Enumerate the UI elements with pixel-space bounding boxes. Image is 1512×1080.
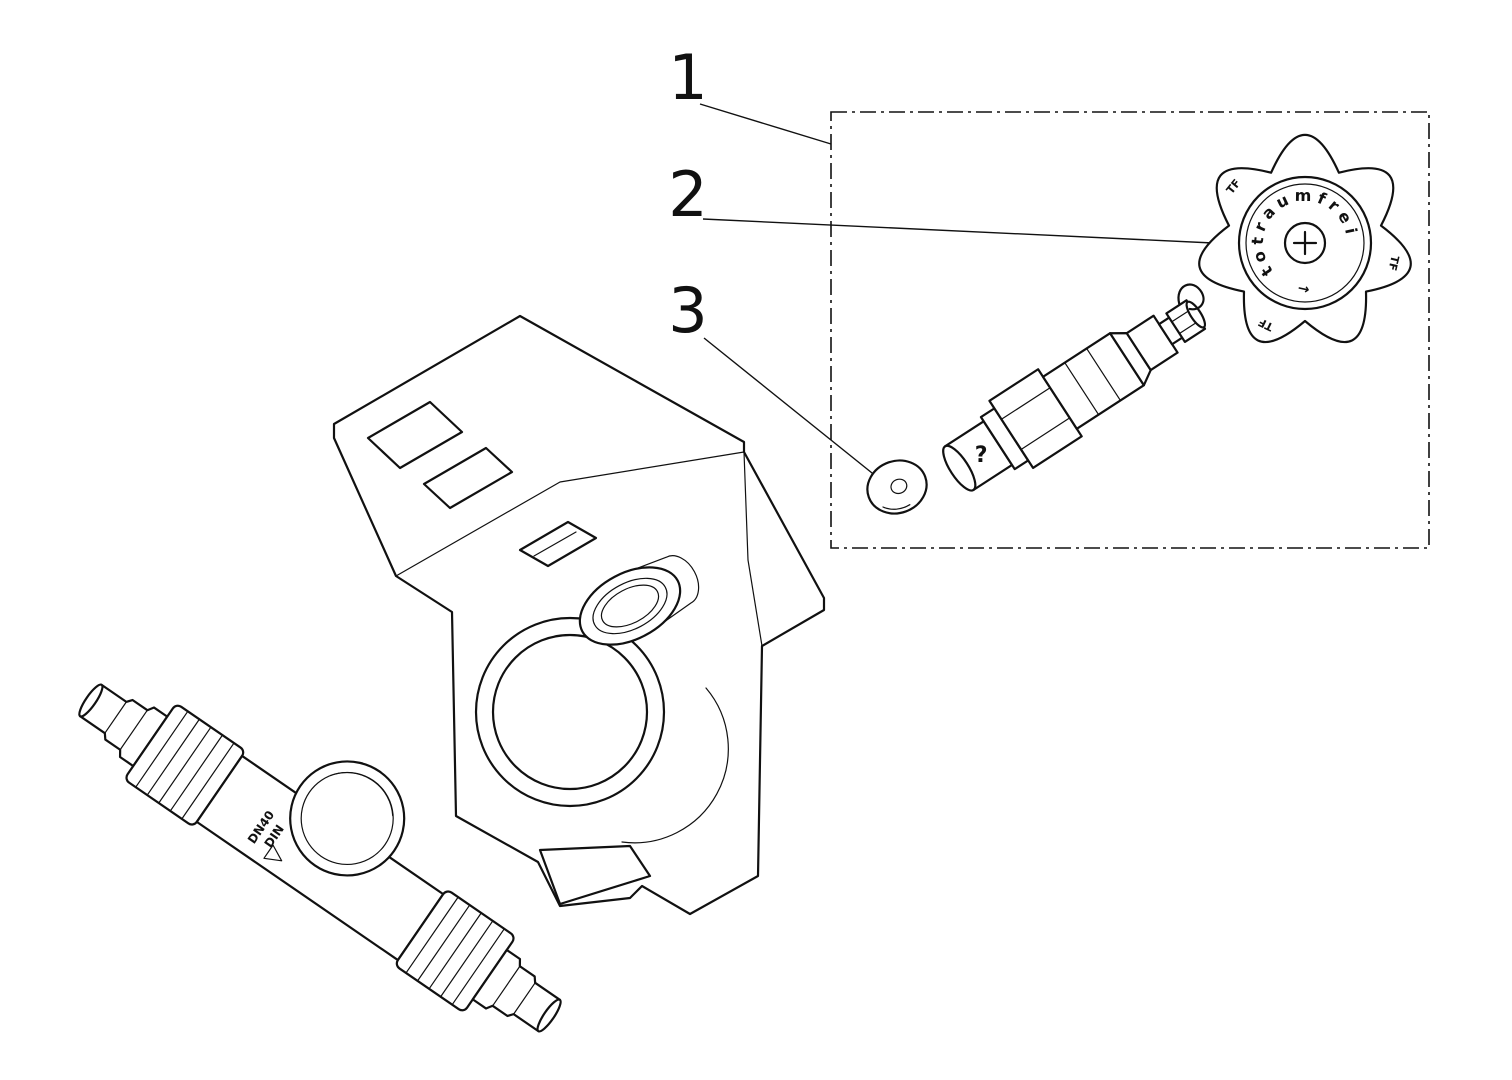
handwheel-hub xyxy=(1283,221,1327,265)
handwheel-dial xyxy=(1245,183,1365,303)
cartridge-cap: ? xyxy=(942,420,1014,492)
bracket-latch xyxy=(518,520,598,568)
callout-2-label: 2 xyxy=(668,158,707,231)
handwheel-dial-arrow: → xyxy=(1296,280,1311,298)
washer-outer xyxy=(866,459,928,515)
flow-arrow-icon xyxy=(263,844,283,862)
handwheel: totraumfrei → TF TF TF xyxy=(1198,133,1412,344)
cross-screw-icon xyxy=(1292,230,1318,256)
callout-3-label: 3 xyxy=(668,274,707,347)
hose-barb-right xyxy=(471,948,562,1033)
handwheel-lobe-mark-2: TF xyxy=(1385,254,1401,272)
cartridge-hex xyxy=(988,368,1083,470)
washer-hole xyxy=(890,478,908,495)
bracket-top-fold xyxy=(395,451,745,577)
valve-cartridge: ? xyxy=(942,283,1207,492)
bracket-cradle xyxy=(474,616,729,844)
bracket-window-2 xyxy=(422,446,514,510)
hose-barb-left xyxy=(78,683,169,768)
bracket-collar xyxy=(578,555,700,646)
cartridge-cap-marking: ? xyxy=(975,443,988,468)
seal-washer xyxy=(866,459,928,515)
washer-face-line xyxy=(882,504,911,510)
callout-1-leader xyxy=(699,103,832,145)
valve-port-flange xyxy=(289,760,406,877)
callout-1-label: 1 xyxy=(668,41,707,114)
bracket-right-fold xyxy=(743,451,763,647)
bracket-tab xyxy=(538,844,652,906)
bracket-window xyxy=(366,400,464,470)
union-nut-left xyxy=(125,704,245,826)
assembly-boundary-box xyxy=(830,111,1430,549)
union-nut-right xyxy=(395,890,515,1012)
handwheel-lobe-mark-3: TF xyxy=(1256,315,1275,333)
bracket-latch-line xyxy=(533,531,577,557)
cartridge-clip xyxy=(1177,283,1205,311)
handwheel-rim xyxy=(1237,175,1373,311)
mounting-bracket xyxy=(332,314,826,916)
callout-2-leader xyxy=(702,218,1214,244)
bracket-silhouette xyxy=(332,314,826,916)
cartridge-body xyxy=(1041,314,1179,430)
callout-3-leader xyxy=(703,337,883,482)
valve-assembly: DN40 DIN xyxy=(78,683,562,1033)
